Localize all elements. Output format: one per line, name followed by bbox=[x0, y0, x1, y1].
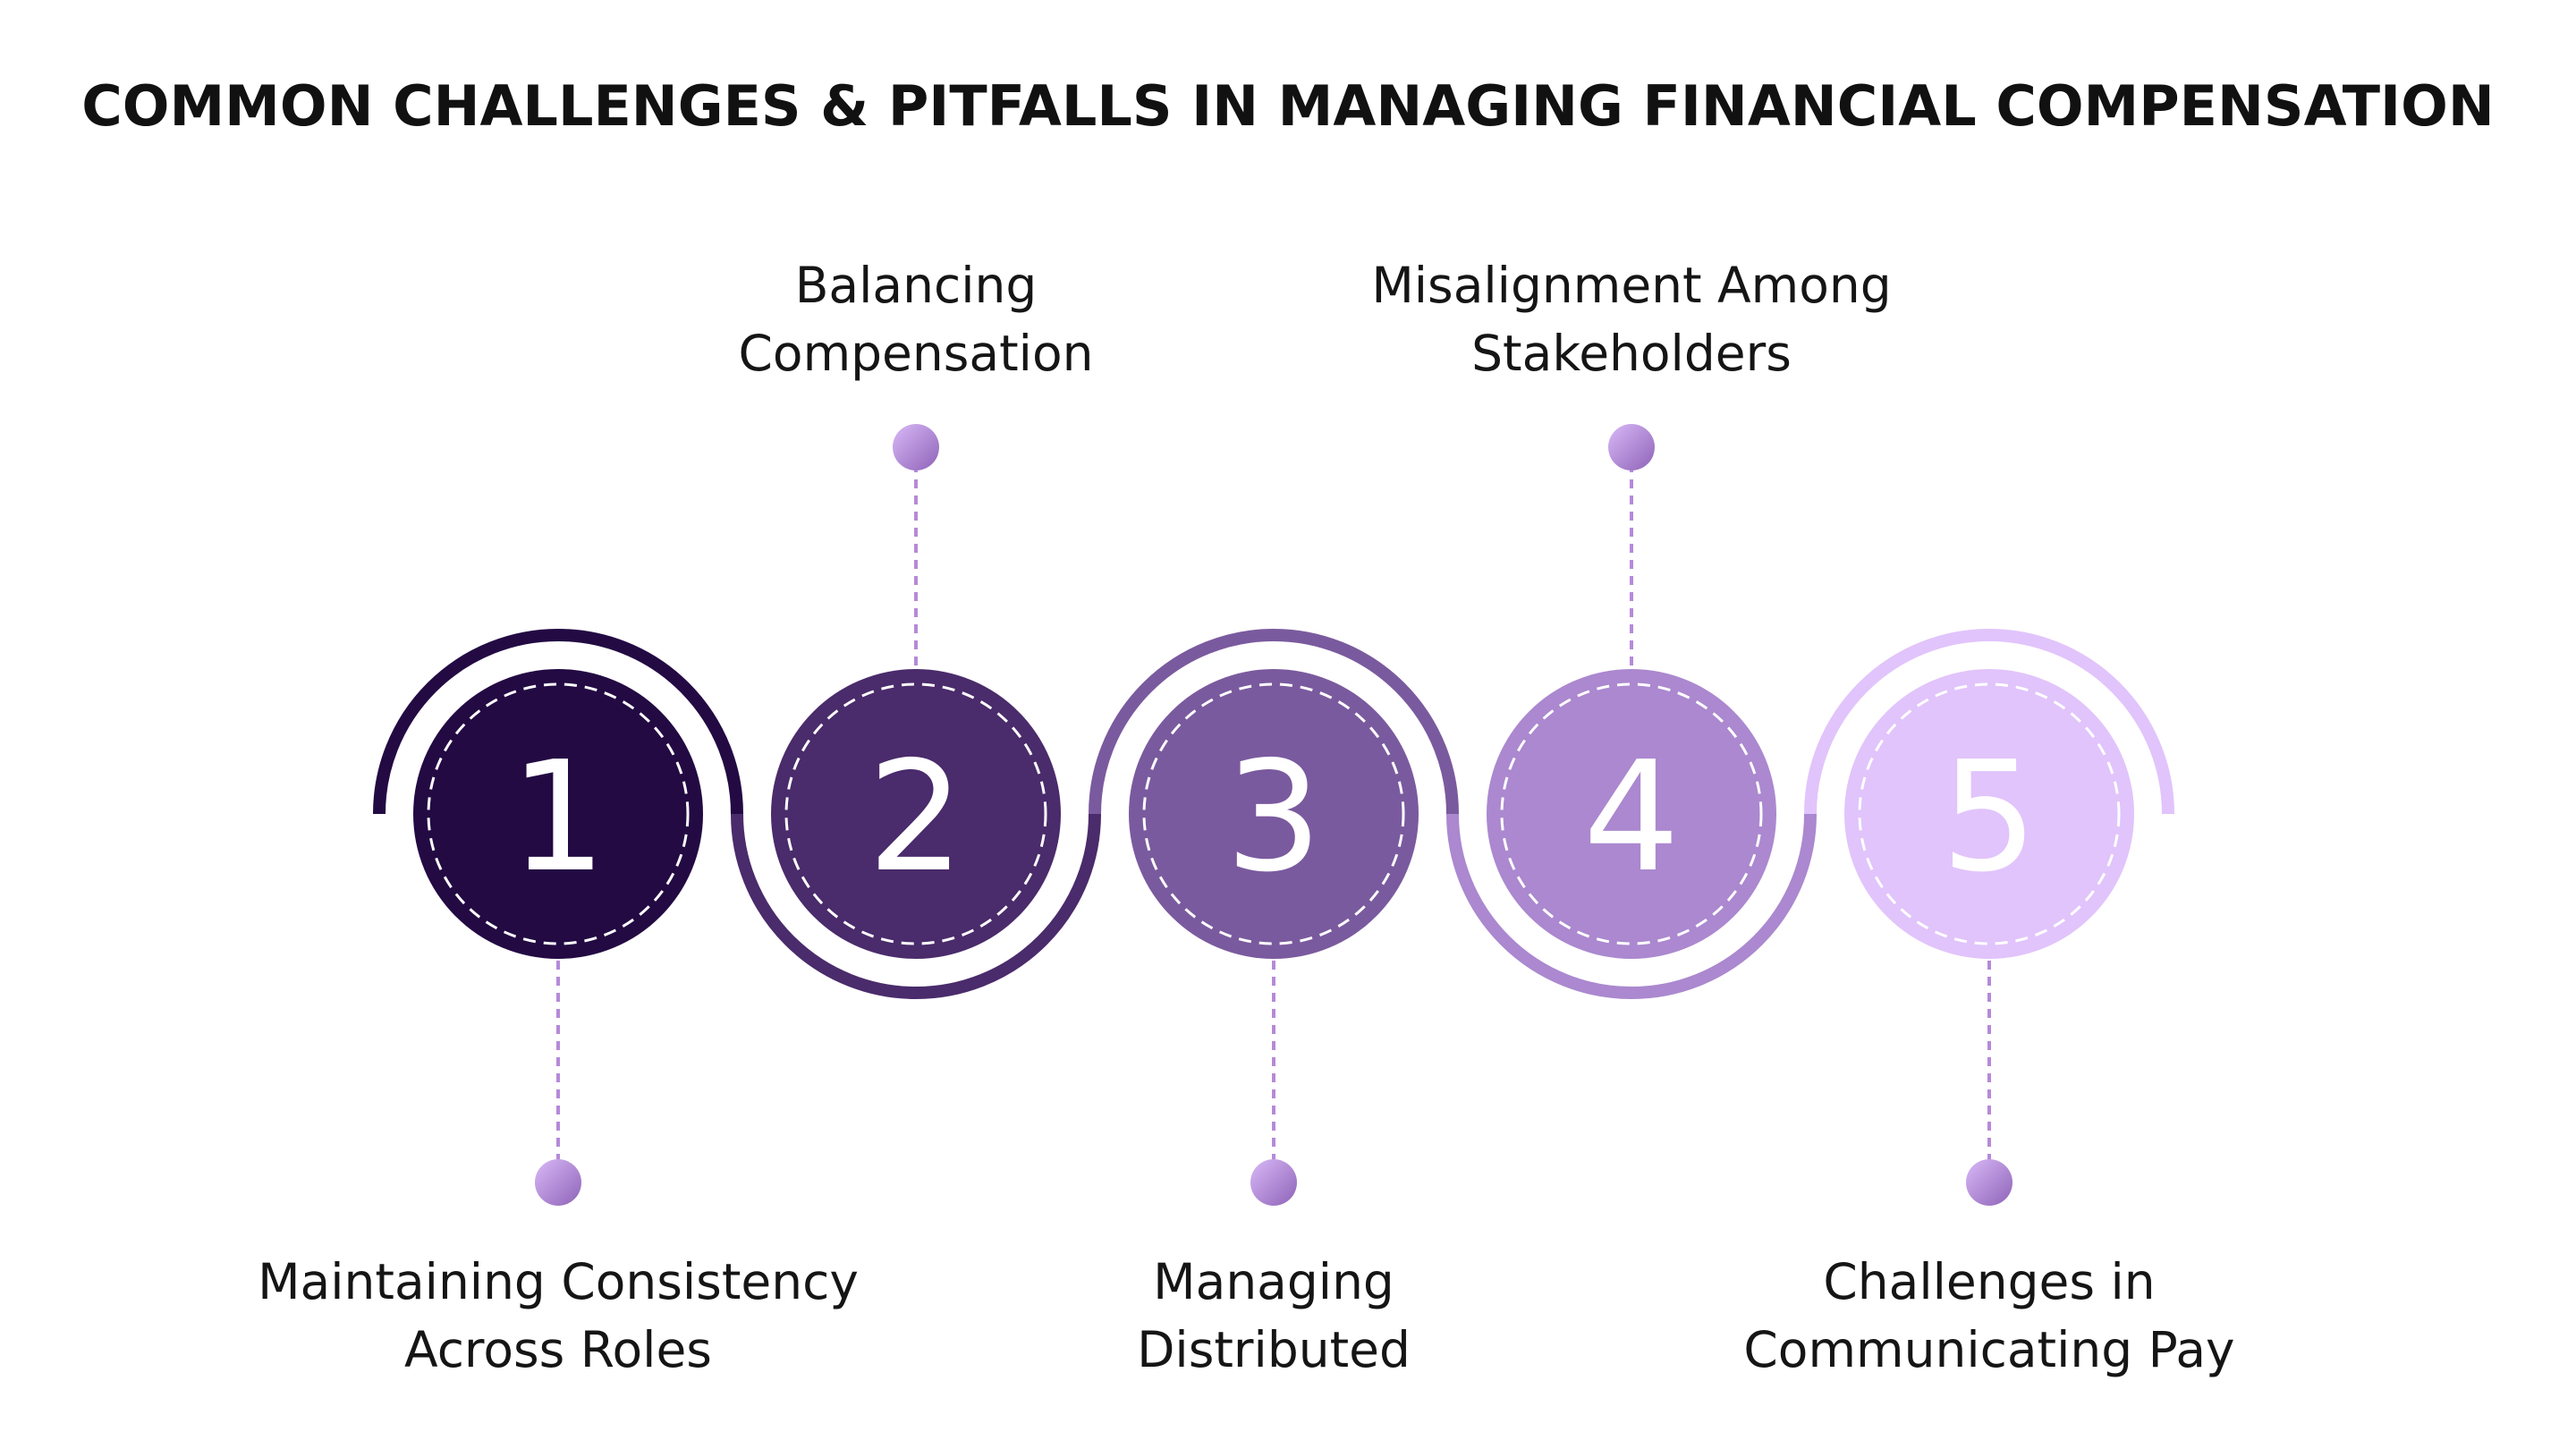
step-circles: 1 2 3 4 5 bbox=[413, 669, 2134, 959]
step-dashed-ring-5 bbox=[1858, 682, 2121, 945]
step-dashed-ring-4 bbox=[1500, 682, 1763, 945]
step-connectors bbox=[535, 424, 2012, 1206]
step-circle-2 bbox=[771, 669, 1061, 959]
step-label-line-5-2: Communicating Pay bbox=[1743, 1321, 2234, 1378]
step-label-line-3-2: Distributed bbox=[1137, 1321, 1411, 1378]
step-circle-3 bbox=[1129, 669, 1419, 959]
step-circle-1 bbox=[413, 669, 703, 959]
connector-dot-3 bbox=[1250, 1159, 1297, 1206]
step-number-3: 3 bbox=[1225, 729, 1322, 906]
step-label-line-4-2: Stakeholders bbox=[1471, 325, 1792, 382]
wave-arc-5 bbox=[1804, 629, 2174, 815]
step-label-line-1-1: Maintaining Consistency bbox=[258, 1253, 859, 1310]
step-label-line-2-2: Compensation bbox=[739, 325, 1094, 382]
step-label-line-2-1: Balancing bbox=[795, 257, 1038, 314]
step-number-5: 5 bbox=[1941, 729, 2038, 906]
step-circle-5 bbox=[1844, 669, 2134, 959]
connector-dot-2 bbox=[893, 424, 939, 470]
step-number-2: 2 bbox=[868, 729, 964, 906]
step-3: 3 bbox=[1129, 669, 1419, 959]
step-5: 5 bbox=[1844, 669, 2134, 959]
step-dashed-ring-3 bbox=[1142, 682, 1405, 945]
connector-dot-4 bbox=[1608, 424, 1655, 470]
step-number-4: 4 bbox=[1583, 729, 1680, 906]
wave-arc-4 bbox=[1446, 813, 1817, 999]
connector-dot-5 bbox=[1966, 1159, 2012, 1206]
wave-arc-1 bbox=[373, 629, 743, 815]
step-dashed-ring-1 bbox=[427, 682, 690, 945]
step-dashed-ring-2 bbox=[784, 682, 1047, 945]
wave-connector bbox=[373, 629, 2174, 999]
step-label-5: Challenges in Communicating Pay bbox=[1743, 1253, 2234, 1378]
step-4: 4 bbox=[1487, 669, 1776, 959]
wave-arc-3 bbox=[1089, 629, 1459, 815]
connector-dot-1 bbox=[535, 1159, 581, 1206]
step-label-line-1-2: Across Roles bbox=[404, 1321, 712, 1378]
wave-arc-2 bbox=[731, 813, 1101, 999]
step-label-line-3-1: Managing bbox=[1153, 1253, 1394, 1310]
step-circle-4 bbox=[1487, 669, 1776, 959]
step-2: 2 bbox=[771, 669, 1061, 959]
step-label-line-4-1: Misalignment Among bbox=[1371, 257, 1891, 314]
step-number-1: 1 bbox=[510, 729, 606, 906]
step-label-line-5-1: Challenges in bbox=[1823, 1253, 2155, 1310]
step-1: 1 bbox=[413, 669, 703, 959]
page-title: COMMON CHALLENGES & PITFALLS IN MANAGING… bbox=[81, 73, 2494, 139]
